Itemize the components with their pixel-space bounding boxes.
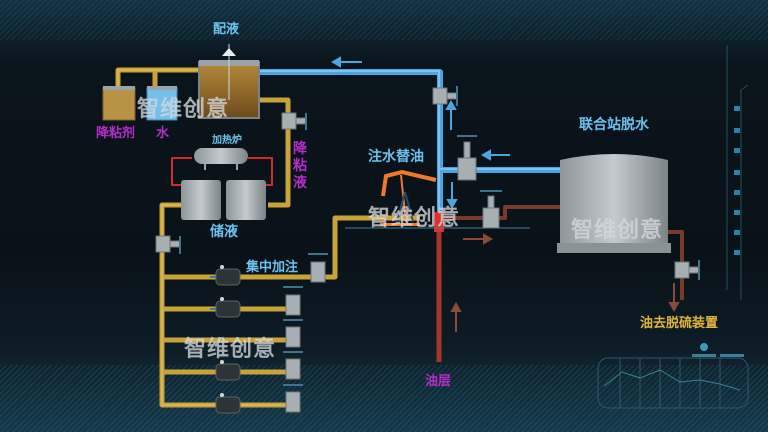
gear-pump-icon[interactable] bbox=[215, 265, 241, 286]
storage-tank-right bbox=[226, 180, 266, 220]
flow-arrow-icon bbox=[463, 233, 494, 245]
valve-icon[interactable] bbox=[432, 86, 458, 106]
hud-background-top bbox=[0, 0, 768, 40]
label-oil-layer: 油层 bbox=[425, 374, 452, 389]
valve-icon[interactable] bbox=[283, 351, 303, 380]
flow-arrow-icon bbox=[445, 99, 457, 130]
label-storage: 储液 bbox=[210, 224, 238, 240]
heater-loop-pipe-right bbox=[248, 157, 273, 186]
label-central-injection: 集中加注 bbox=[246, 260, 299, 275]
flow-arrow-icon bbox=[480, 149, 510, 161]
valve-icon[interactable] bbox=[283, 319, 303, 348]
storage-tank-left bbox=[181, 180, 221, 220]
label-heater: 加热炉 bbox=[212, 135, 242, 146]
label-viscosity-liquid: 降粘液 bbox=[293, 141, 307, 191]
watermark: 智维创意 bbox=[137, 97, 230, 122]
viscosity-reducer-tank bbox=[102, 86, 136, 121]
label-viscosity-reducer: 降粘剂 bbox=[96, 126, 136, 141]
flow-arrow-icon bbox=[330, 56, 362, 68]
valve-icon[interactable] bbox=[674, 260, 700, 280]
watermark: 智维创意 bbox=[571, 218, 664, 243]
pump-jack-icon bbox=[380, 169, 437, 226]
gear-pump-icon[interactable] bbox=[215, 297, 241, 318]
flow-arrow-icon bbox=[210, 276, 216, 310]
label-water-injection: 注水替油 bbox=[368, 149, 424, 165]
flow-arrow-icon bbox=[668, 283, 680, 313]
label-water: 水 bbox=[156, 126, 170, 141]
flow-arrow-icon bbox=[446, 182, 458, 210]
valve-icon[interactable] bbox=[283, 384, 303, 413]
well-junction bbox=[434, 212, 444, 232]
heater bbox=[194, 148, 248, 170]
valve-icon[interactable] bbox=[155, 235, 181, 254]
mixing-tank bbox=[198, 44, 260, 119]
valve-icon[interactable] bbox=[480, 190, 502, 229]
label-joint-station: 联合站脱水 bbox=[579, 117, 649, 133]
heater-loop-pipe bbox=[171, 157, 192, 186]
flow-arrow-icon bbox=[450, 301, 462, 332]
hud-scale bbox=[726, 45, 749, 300]
hud-panel bbox=[597, 343, 749, 409]
water-tank bbox=[146, 86, 178, 121]
valve-icon[interactable] bbox=[457, 135, 477, 181]
gear-pump-icon[interactable] bbox=[215, 360, 241, 381]
valve-icon[interactable] bbox=[308, 253, 328, 283]
watermark: 智维创意 bbox=[184, 337, 277, 362]
watermark: 智维创意 bbox=[368, 206, 461, 231]
label-mixing: 配液 bbox=[213, 22, 240, 37]
gear-pump-icon[interactable] bbox=[215, 393, 241, 414]
valve-icon[interactable] bbox=[281, 112, 307, 130]
label-to-desulfurization: 油去脱硫装置 bbox=[640, 316, 719, 331]
valve-icon[interactable] bbox=[283, 286, 303, 316]
joint-station-tank bbox=[557, 154, 671, 253]
